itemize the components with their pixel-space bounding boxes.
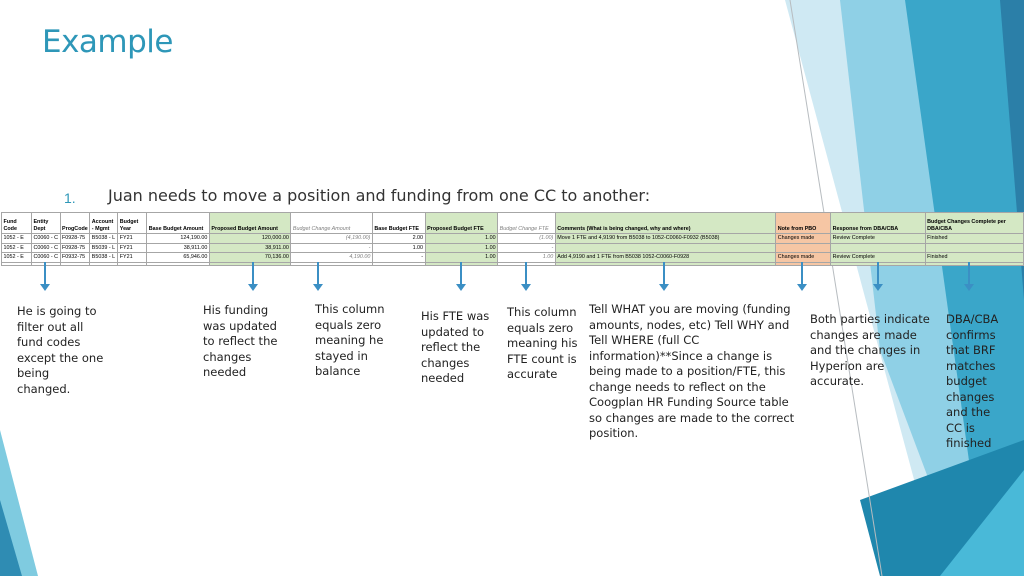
cell: 4,190.00 xyxy=(290,252,373,263)
cell: 124,190.00 xyxy=(146,233,210,244)
cell: 38,911.00 xyxy=(146,242,210,253)
cell: 1052 - E xyxy=(1,252,32,263)
right-shard-pale xyxy=(785,0,1024,576)
col-header: Base Budget Amount xyxy=(146,212,210,234)
cell: C0060 - C xyxy=(30,252,61,263)
col-header: Proposed Budget FTE xyxy=(424,212,499,234)
left-shard-light xyxy=(0,430,38,576)
right-shard-light xyxy=(840,0,1024,576)
cell: (1.00) xyxy=(497,233,556,244)
cell: 1052 - E xyxy=(1,233,32,244)
cell: 1.00 xyxy=(424,242,499,253)
bullet-text: Juan needs to move a position and fundin… xyxy=(108,186,651,205)
cell: Finished xyxy=(924,233,1024,244)
col-header: Entity Dept xyxy=(30,212,61,234)
cell: Add 4,9190 and 1 FTE from B5038 1052-C00… xyxy=(554,252,777,263)
cell: - xyxy=(371,252,426,263)
note-fte-zero: This column equals zero meaning his FTE … xyxy=(507,305,578,381)
note-budget-change-zero: This column equals zero meaning he staye… xyxy=(315,302,385,378)
col-header: Comments (What is being changed, why and… xyxy=(554,212,777,234)
cell: Changes made xyxy=(775,233,832,244)
note-fte-updated: His FTE was updated to reflect the chang… xyxy=(421,309,490,385)
cell: C0060 - C xyxy=(30,233,61,244)
cell: FY21 xyxy=(117,233,148,244)
col-header: Budget Change FTE xyxy=(497,212,556,234)
col-header: Base Budget FTE xyxy=(371,212,426,234)
cell: Review Complete xyxy=(830,233,926,244)
note-tell-what: Tell WHAT you are moving (funding amount… xyxy=(589,302,795,440)
right-shard-bottom xyxy=(860,440,1024,576)
col-header: Budget Changes Complete per DBA/CBA xyxy=(924,212,1024,234)
cell: B5039 - L xyxy=(89,242,119,253)
col-header: Account - Mgmt xyxy=(89,212,119,234)
right-shard-corner xyxy=(940,470,1024,576)
cell: 1.00 xyxy=(424,233,499,244)
note-dba-cba: DBA/CBA confirms that BRF matches budget… xyxy=(946,312,999,450)
budget-spreadsheet: Fund Code Entity Dept ProgCode Account -… xyxy=(1,212,1024,266)
col-header: Budget Change Amount xyxy=(290,212,373,234)
bullet-number: 1. xyxy=(64,190,76,206)
cell xyxy=(554,242,777,253)
cell xyxy=(830,242,926,253)
note-filter: He is going to filter out all fund codes… xyxy=(17,304,104,396)
cell: Changes made xyxy=(775,252,832,263)
cell: FY21 xyxy=(117,242,148,253)
cell: C0060 - C xyxy=(30,242,61,253)
cell: Review Complete xyxy=(830,252,926,263)
cell: 1.00 xyxy=(497,252,556,263)
cell: 1.00 xyxy=(371,242,426,253)
cell xyxy=(924,242,1024,253)
cell: (4,190.00) xyxy=(290,233,373,244)
table-row: 1052 - E C0060 - C F0932-75 B5038 - L FY… xyxy=(1,252,1024,263)
cell: 2.00 xyxy=(371,233,426,244)
col-header: Proposed Budget Amount xyxy=(208,212,292,234)
col-header: Fund Code xyxy=(1,212,32,234)
slide-title: Example xyxy=(42,24,174,60)
cell: - xyxy=(497,242,556,253)
header-row: Fund Code Entity Dept ProgCode Account -… xyxy=(1,212,1024,234)
col-header: Response from DBA/CBA xyxy=(830,212,926,234)
note-funding: His funding was updated to reflect the c… xyxy=(203,303,278,379)
cell: B5038 - L xyxy=(89,233,119,244)
table-row: 1052 - E C0060 - C F0928-75 B5038 - L FY… xyxy=(1,233,1024,244)
cell: 70,136.00 xyxy=(208,252,292,263)
cell: B5038 - L xyxy=(89,252,119,263)
cell xyxy=(775,242,832,253)
cell: Finished xyxy=(924,252,1024,263)
cell: Move 1 FTE and 4,9190 from B5038 to 1052… xyxy=(554,233,777,244)
cell: F0928-75 xyxy=(59,242,91,253)
left-shard-dark xyxy=(0,500,22,576)
col-header: Note from PBO xyxy=(775,212,832,234)
cell: F0932-75 xyxy=(59,252,91,263)
cell: FY21 xyxy=(117,252,148,263)
cell: 1.00 xyxy=(424,252,499,263)
cell: F0928-75 xyxy=(59,233,91,244)
cell: - xyxy=(290,242,373,253)
col-header: Budget Year xyxy=(117,212,148,234)
note-both-parties: Both parties indicate changes are made a… xyxy=(810,312,930,388)
cell: 38,911.00 xyxy=(208,242,292,253)
cell: 65,946.00 xyxy=(146,252,210,263)
col-header: ProgCode xyxy=(59,212,91,234)
blank-row xyxy=(1,261,1024,266)
cell: 120,000.00 xyxy=(208,233,292,244)
table-row: 1052 - E C0060 - C F0928-75 B5039 - L FY… xyxy=(1,242,1024,253)
cell: 1052 - E xyxy=(1,242,32,253)
